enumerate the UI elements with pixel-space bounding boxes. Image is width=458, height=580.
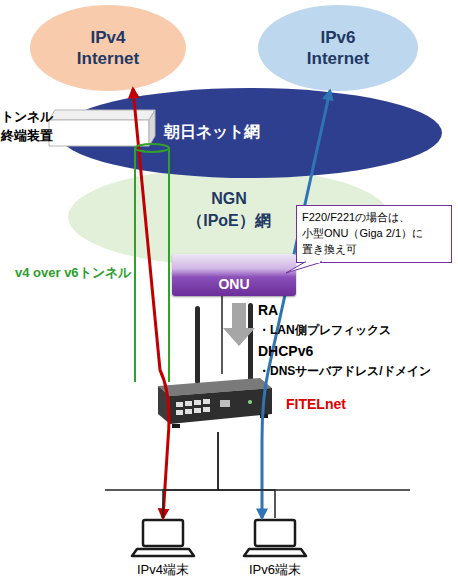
laptop-icon — [240, 518, 310, 560]
node-text: IPv4端末 — [118, 561, 208, 579]
wire — [221, 296, 223, 374]
node-text: 朝日ネット網 — [164, 122, 260, 143]
lan-bus — [105, 489, 410, 491]
router: FITELnet — [150, 374, 274, 432]
antenna — [248, 303, 253, 383]
laptop-screen — [255, 520, 295, 546]
network-cloud: IPv4 Internet — [30, 5, 186, 91]
foot — [260, 414, 268, 418]
node-text: トンネル 終端装置 — [1, 107, 61, 145]
port — [203, 407, 210, 412]
node-outline — [258, 5, 418, 91]
tunnel-label: v4 over v6トンネル — [15, 264, 131, 282]
port — [176, 410, 183, 415]
lan-wire — [163, 432, 218, 518]
laptop-base — [244, 549, 306, 556]
device-side — [149, 110, 155, 146]
port — [220, 400, 230, 407]
ellipse-shape — [30, 5, 186, 91]
device-front — [49, 120, 149, 146]
terminal: IPv6端末 — [240, 518, 310, 578]
node-text: IPv4 Internet — [77, 27, 139, 69]
protocol-item: ・DNSサーバアドレス/ドメイン — [258, 363, 431, 380]
flow-arrow — [223, 303, 255, 346]
onu-box: ONU — [172, 254, 296, 296]
laptop-base — [132, 549, 194, 556]
antenna — [195, 306, 200, 384]
port — [185, 401, 192, 406]
laptop-screen — [143, 520, 183, 546]
ipv6-flow — [262, 91, 330, 518]
node-text: F220/F221の場合は、 小型ONU（Giga 2/1）に 置き換え可 — [302, 209, 448, 257]
node-text: IPv6 Internet — [307, 27, 369, 69]
router-device — [150, 374, 274, 432]
protocol-name: DHCPv6 — [258, 343, 313, 359]
note-callout: F220/F221の場合は、 小型ONU（Giga 2/1）に 置き換え可 — [296, 205, 452, 263]
node-text: FITELnet — [286, 396, 346, 412]
device-top — [49, 110, 155, 120]
node-text: IPv6端末 — [230, 561, 320, 579]
laptop-icon — [128, 518, 198, 560]
lan-wire — [218, 432, 275, 518]
router-side — [158, 386, 170, 424]
ellipse-shape — [258, 5, 418, 91]
tunnel-device — [45, 106, 157, 150]
node-text: ONU — [172, 276, 296, 292]
foot — [172, 424, 180, 428]
port — [194, 400, 201, 405]
node-text: NGN （IPoE）網 — [183, 188, 275, 232]
port — [194, 408, 201, 413]
network-cloud: IPv6 Internet — [258, 5, 418, 91]
protocol-item: ・LAN側プレフィックス — [258, 322, 391, 339]
terminal: IPv4端末 — [128, 518, 198, 578]
port — [203, 399, 210, 404]
tunnel-endpoint: トンネル 終端装置 — [45, 106, 157, 150]
router-front — [170, 388, 272, 424]
port — [185, 409, 192, 414]
port — [176, 402, 183, 407]
ipv4-flow — [133, 89, 169, 518]
protocol-name: RA — [258, 302, 278, 318]
led — [248, 400, 252, 404]
node-outline — [30, 5, 186, 91]
tunnel — [135, 144, 169, 382]
